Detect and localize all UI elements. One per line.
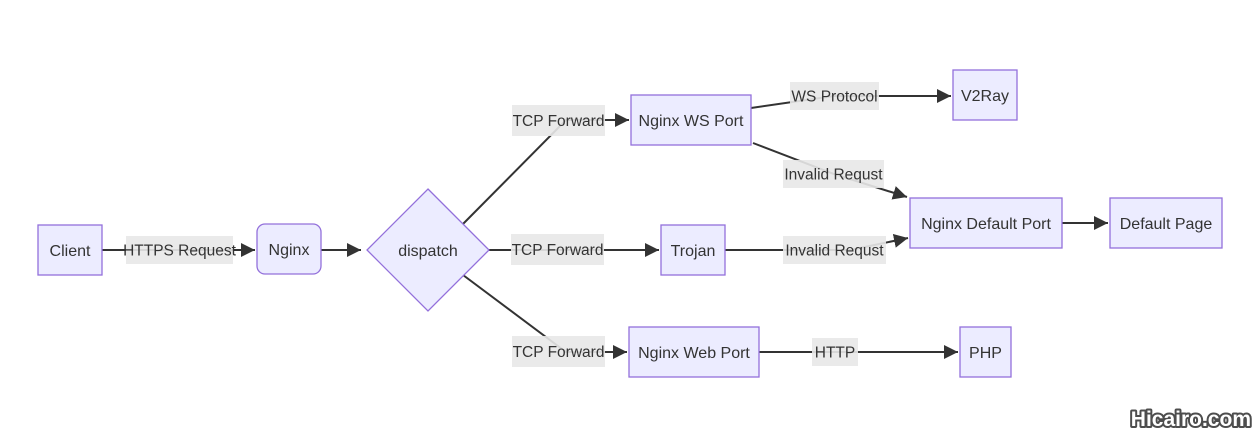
node-label-nginx-default-port: Nginx Default Port: [921, 216, 1051, 233]
node-trojan: Trojan: [660, 224, 726, 276]
node-shape-default-page: [1109, 197, 1223, 249]
node-shape-nginx: [256, 223, 322, 275]
edge-dispatch-to-nginx-ws-port: [458, 113, 629, 229]
node-nginx-default-port: Nginx Default Port: [909, 197, 1063, 249]
node-default-page: Default Page: [1109, 197, 1223, 249]
edge-label-bg-dispatch-to-trojan: [511, 234, 604, 265]
edge-label-bg-nginx-ws-port-to-nginx-default-port: [783, 160, 884, 188]
edge-label-nginx-ws-port-to-nginx-default-port: Invalid Requst: [784, 167, 883, 184]
node-shape-nginx-default-port: [909, 197, 1063, 249]
edge-label-dispatch-to-nginx-web-port: TCP Forward: [513, 344, 605, 361]
node-label-php: PHP: [969, 345, 1002, 362]
node-shape-php: [959, 326, 1012, 378]
edge-label-bg-client-to-nginx: [126, 236, 233, 264]
nodes-layer: Client Nginx dispatch Nginx WS Port V2RayNgi…: [37, 69, 1223, 378]
node-nginx-web-port: Nginx Web Port: [628, 326, 760, 378]
node-shape-trojan: [660, 224, 726, 276]
edge-label-bg-nginx-web-port-to-php: [812, 338, 858, 366]
edge-label-client-to-nginx: HTTPS Request: [123, 243, 237, 260]
edge-label-nginx-web-port-to-php: HTTP: [815, 345, 855, 362]
node-shape-dispatch: [366, 188, 490, 312]
node-dispatch: dispatch: [366, 188, 490, 312]
node-php: PHP: [959, 326, 1012, 378]
node-label-client: Client: [50, 243, 91, 260]
edge-label-dispatch-to-trojan: TCP Forward: [512, 242, 604, 259]
edge-label-bg-dispatch-to-nginx-ws-port: [512, 105, 605, 136]
watermark: Hicairo.com: [1131, 408, 1251, 431]
node-label-trojan: Trojan: [671, 243, 716, 260]
node-shape-nginx-ws-port: [630, 94, 752, 146]
edge-label-bg-dispatch-to-nginx-web-port: [512, 336, 605, 367]
node-shape-v2ray: [952, 69, 1018, 121]
node-client: Client: [37, 224, 103, 276]
edge-label-trojan-to-nginx-default-port: Invalid Requst: [785, 243, 884, 260]
edge-label-nginx-ws-port-to-v2ray: WS Protocol: [791, 89, 877, 106]
node-nginx-ws-port: Nginx WS Port: [630, 94, 752, 146]
node-label-nginx-ws-port: Nginx WS Port: [639, 113, 744, 130]
edge-label-dispatch-to-nginx-ws-port: TCP Forward: [513, 113, 605, 130]
node-label-nginx: Nginx: [269, 242, 310, 259]
node-label-default-page: Default Page: [1120, 216, 1213, 233]
node-label-nginx-web-port: Nginx Web Port: [638, 345, 750, 362]
edge-label-bg-trojan-to-nginx-default-port: [783, 236, 886, 264]
node-shape-nginx-web-port: [628, 326, 760, 378]
node-label-dispatch: dispatch: [398, 243, 458, 260]
edge-label-bg-nginx-ws-port-to-v2ray: [790, 82, 879, 110]
node-nginx: Nginx: [256, 223, 322, 275]
node-shape-client: [37, 224, 103, 276]
node-label-v2ray: V2Ray: [961, 88, 1009, 105]
node-v2ray: V2Ray: [952, 69, 1018, 121]
